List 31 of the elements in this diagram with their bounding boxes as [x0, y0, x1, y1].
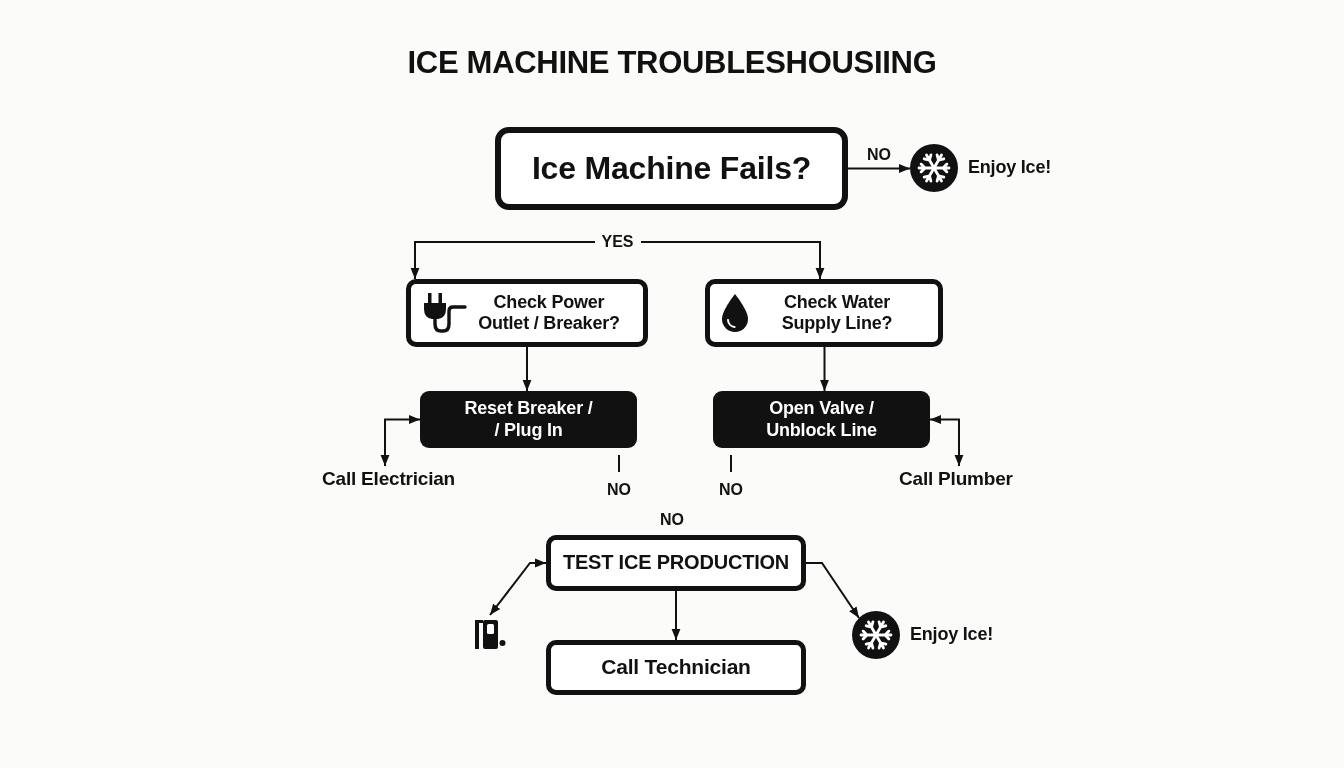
arrow: [671, 590, 681, 641]
outcome-text: Enjoy Ice!: [968, 157, 1052, 179]
outcome-text: Enjoy Ice!: [910, 624, 994, 646]
diagram-title: ICE MACHINE TROUBLESHOUSIING: [407, 46, 937, 81]
branch-label: NO: [607, 480, 631, 500]
process-box: [546, 640, 806, 695]
step-text: Check Power Outlet / Breaker?: [477, 291, 621, 335]
step-text: Call Electrician: [322, 468, 456, 491]
action-box: [713, 391, 930, 448]
branch-label: NO: [660, 510, 684, 530]
step-text: Reset Breaker / / Plug In: [463, 398, 594, 441]
arrow: [522, 346, 532, 392]
branch-label: NO: [719, 480, 743, 500]
arrow: [805, 562, 860, 619]
step-text: Ice Machine Fails?: [531, 149, 812, 188]
step-text: Check Water Supply Line?: [780, 291, 894, 335]
decision-box: [705, 279, 943, 347]
arrow: [847, 164, 911, 173]
decision-box: [406, 279, 648, 347]
step-text: Open Valve / Unblock Line: [765, 398, 878, 441]
action-box: [420, 391, 637, 448]
arrow: [820, 346, 829, 392]
arrow: [380, 415, 421, 467]
step-text: TEST ICE PRODUCTION: [562, 551, 790, 575]
decision-box: [495, 127, 848, 210]
arrow: [929, 415, 964, 467]
step-text: Call Technician: [601, 655, 751, 680]
process-box: [546, 535, 806, 591]
step-text: Call Plumber: [899, 468, 1013, 491]
arrow: [410, 241, 825, 280]
arrow: [489, 558, 547, 616]
